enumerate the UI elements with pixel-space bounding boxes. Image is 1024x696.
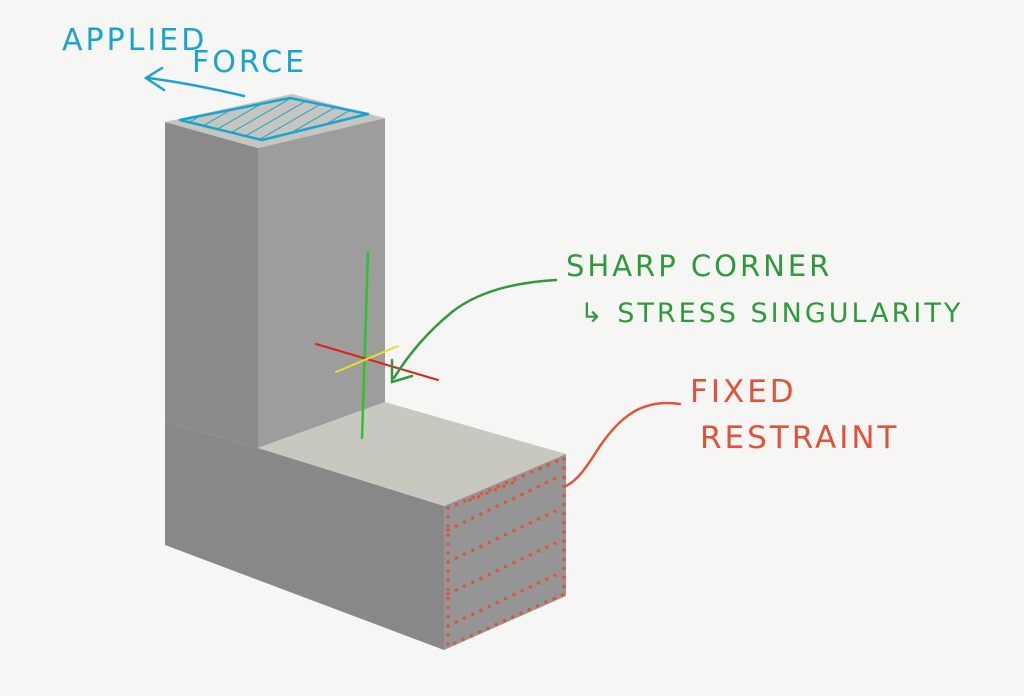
applied-force-label-line1: APPLIED: [62, 23, 207, 58]
axis-y: [335, 345, 399, 373]
applied-force-region: [178, 96, 370, 142]
corner-leader-arrow: [390, 278, 558, 384]
sharp-corner-label-line2: ↳ STRESS SINGULARITY: [580, 298, 963, 329]
fixed-restraint-label-line2: RESTRAINT: [700, 420, 900, 456]
sharp-corner-label: SHARP CORNER ↳ STRESS SINGULARITY: [566, 249, 963, 329]
axis-z: [360, 250, 370, 440]
leg-end-face: [444, 454, 566, 650]
fixed-restraint-region: [446, 455, 566, 649]
applied-force-label: APPLIED FORCE: [62, 23, 307, 80]
sharp-corner-label-line1: SHARP CORNER: [566, 249, 832, 283]
applied-force-label-line2: FORCE: [192, 45, 307, 80]
fixed-restraint-label-line1: FIXED: [690, 374, 797, 410]
force-arrow: [143, 66, 246, 98]
column-front-face: [165, 122, 258, 448]
axis-x: [315, 343, 439, 381]
leg-top-face: [258, 402, 566, 506]
fixed-restraint-label: FIXED RESTRAINT: [690, 374, 900, 456]
leg-front-face: [165, 422, 444, 650]
corner-axes: [315, 250, 439, 440]
restraint-leader: [564, 401, 682, 488]
